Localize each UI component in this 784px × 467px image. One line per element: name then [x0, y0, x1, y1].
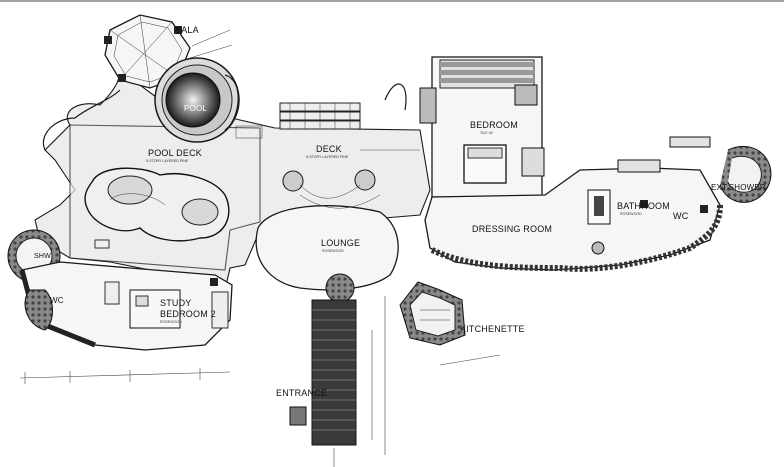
label-lounge-sub: ROSEWOOD	[322, 249, 344, 253]
study-bedroom-2	[19, 239, 233, 351]
top-stairs	[279, 83, 407, 130]
label-pool-deck-sub: 5-STORY LAYERED PINE	[146, 159, 189, 163]
label-deck-sub: 5-STORY LAYERED PINE	[306, 155, 349, 159]
label-sala: SALA	[175, 25, 199, 35]
lounge-pods	[84, 167, 230, 242]
master-bedroom	[419, 56, 545, 198]
label-bedroom-sub: TILE 40	[480, 131, 493, 135]
label-bedroom-2-sub: ROSEWOOD	[160, 320, 182, 324]
dimension-lines	[19, 149, 501, 455]
kitchenette	[399, 281, 466, 346]
label-wc-left: WC	[50, 296, 64, 305]
dressing-bath-wing	[424, 136, 723, 272]
label-wc-right: WC	[673, 211, 689, 221]
label-bedroom-2: BEDROOM 2	[160, 309, 216, 319]
pool	[154, 57, 263, 143]
label-kitchenette: KITCHENETTE	[460, 324, 525, 334]
label-ext-shower: EXT.SHOWER	[711, 183, 766, 192]
label-lounge: LOUNGE	[321, 238, 360, 248]
lounge-area	[255, 169, 399, 303]
entrance-walkway	[289, 299, 357, 467]
label-entrance: ENTRANCE	[276, 388, 327, 398]
label-shw: SHW	[34, 253, 51, 260]
label-bathroom-sub: ROSEWOOD	[620, 212, 642, 216]
label-pool-deck: POOL DECK	[148, 148, 202, 158]
label-bathroom: BATHROOM	[617, 201, 670, 211]
label-pool: POOL	[184, 104, 207, 113]
label-deck: DECK	[316, 144, 342, 154]
label-dressing-room: DRESSING ROOM	[472, 224, 552, 234]
label-bedroom: BEDROOM	[470, 120, 518, 130]
label-study: STUDY	[160, 298, 192, 308]
ext-shower	[719, 145, 772, 203]
